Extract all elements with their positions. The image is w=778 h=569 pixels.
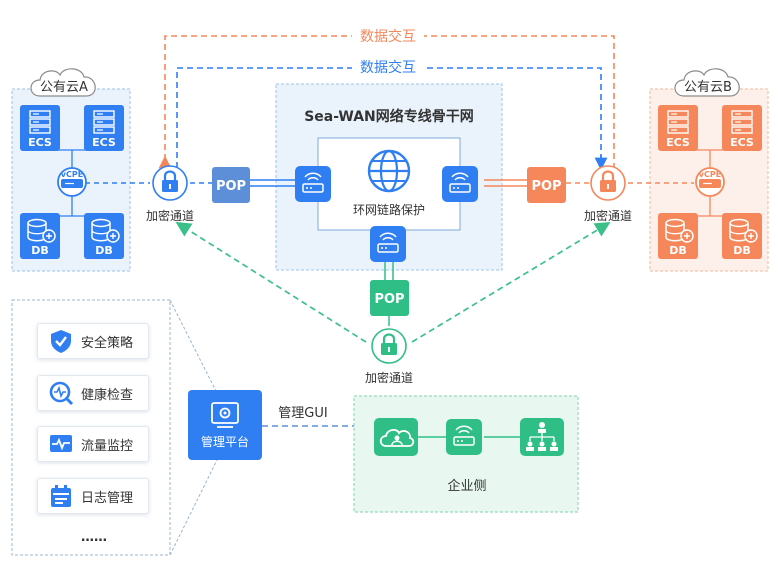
encrypted-tunnel-label-enterprise: 加密通道: [365, 370, 413, 385]
org-chart-icon: [520, 418, 564, 456]
pulse-monitor-icon: [48, 431, 74, 457]
lock-icon: [371, 328, 407, 364]
router-icon: [295, 166, 331, 202]
vcpe-device-icon: vCPE: [695, 167, 725, 197]
calendar-log-icon: [48, 483, 74, 509]
db-label: DB: [733, 244, 751, 257]
menu-label: 安全策略: [81, 335, 134, 351]
db-label: DB: [95, 244, 113, 257]
database-icon: DB: [84, 213, 124, 259]
lock-icon: [590, 165, 626, 201]
ecs-label: ECS: [666, 136, 690, 149]
router-icon: [442, 166, 478, 202]
more-items-ellipsis: ……: [81, 530, 107, 545]
pop-label: POP: [216, 179, 246, 194]
pop-label: POP: [374, 292, 404, 307]
pop-node: POP: [212, 167, 250, 203]
pop-label: POP: [531, 179, 561, 194]
cloud-icon: [30, 68, 96, 97]
router-icon: [370, 226, 406, 262]
menu-item-log-management[interactable]: 日志管理: [37, 478, 149, 514]
shield-check-icon: [48, 328, 74, 354]
ring-protection-label: 环网链路保护: [353, 202, 425, 217]
encrypted-tunnel-label-a: 加密通道: [146, 208, 194, 223]
lock-icon: [152, 165, 188, 201]
cloud-a-label: 公有云A: [40, 80, 88, 95]
health-search-icon: [48, 380, 74, 406]
vcpe-label: vCPE: [699, 170, 721, 179]
ecs-server-icon: ECS: [722, 105, 762, 151]
router-icon: [446, 419, 482, 455]
ecs-label: ECS: [730, 136, 754, 149]
ecs-label: ECS: [28, 136, 52, 149]
menu-label: 健康检查: [81, 387, 134, 403]
menu-item-security-policy[interactable]: 安全策略: [37, 323, 149, 359]
data-exchange-label-orange: 数据交互: [360, 28, 416, 45]
database-icon: DB: [20, 213, 60, 259]
encrypted-tunnel-arrows: [175, 221, 611, 343]
menu-item-health-check[interactable]: 健康检查: [37, 375, 149, 411]
ecs-label: ECS: [92, 136, 116, 149]
cloud-b-label: 公有云B: [684, 80, 732, 95]
vcpe-device-icon: vCPE: [57, 167, 87, 197]
cloud-icon: [674, 68, 740, 97]
database-icon: DB: [722, 213, 762, 259]
management-platform-label: 管理平台: [201, 434, 249, 449]
management-platform-button[interactable]: 管理平台: [188, 390, 262, 460]
db-label: DB: [31, 244, 49, 257]
enterprise-label: 企业侧: [447, 478, 486, 494]
ecs-server-icon: ECS: [658, 105, 698, 151]
pop-node: POP: [370, 280, 409, 316]
backbone-title: Sea-WAN网络专线骨干网: [304, 108, 474, 125]
management-gui-label: 管理GUI: [278, 406, 327, 421]
globe-icon: [367, 149, 411, 193]
pop-node: POP: [527, 167, 566, 203]
db-label: DB: [669, 244, 687, 257]
gear-monitor-icon: [211, 402, 239, 428]
database-icon: DB: [658, 213, 698, 259]
menu-label: 日志管理: [81, 490, 134, 506]
vcpe-label: vCPE: [61, 170, 83, 179]
ecs-server-icon: ECS: [20, 105, 60, 151]
menu-item-traffic-monitor[interactable]: 流量监控: [37, 426, 149, 462]
data-exchange-label-blue: 数据交互: [360, 59, 416, 76]
ecs-server-icon: ECS: [84, 105, 124, 151]
trunk-lines: [76, 179, 694, 326]
encrypted-tunnel-label-b: 加密通道: [584, 208, 632, 223]
cloud-user-icon: [374, 418, 418, 456]
menu-label: 流量监控: [81, 438, 134, 454]
